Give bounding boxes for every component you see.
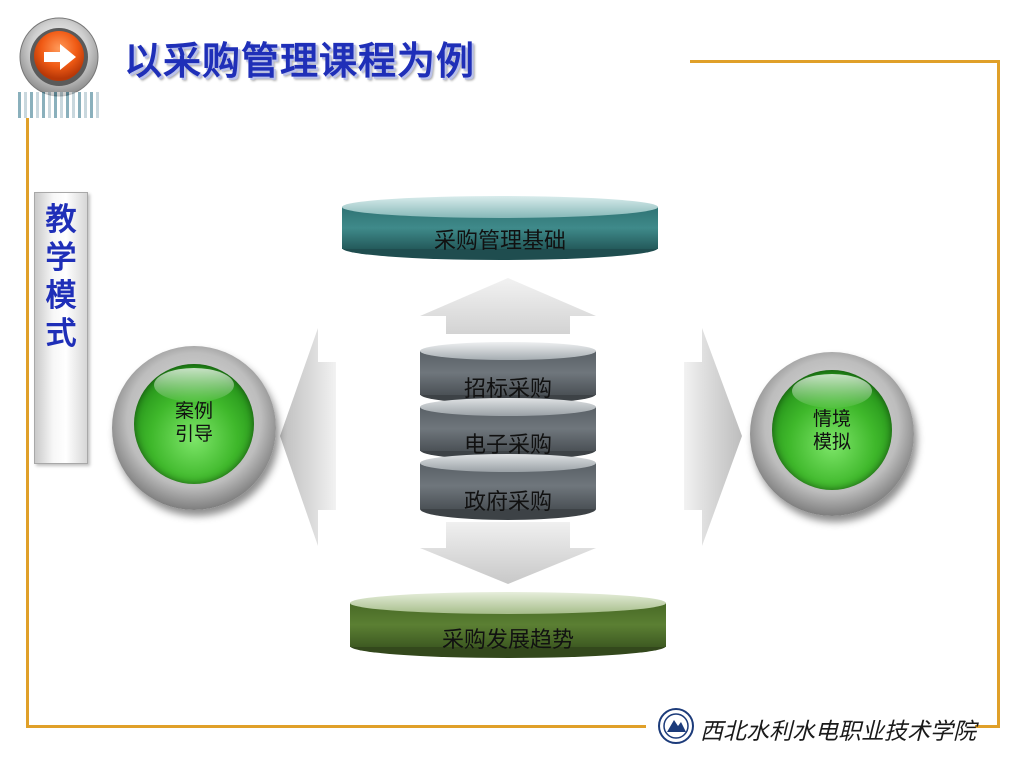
college-emblem-icon <box>658 708 694 744</box>
disc-government-label: 政府采购 <box>463 490 552 515</box>
side-label-char: 式 <box>45 316 77 352</box>
disc-bidding: 招标采购 <box>420 342 596 404</box>
right-arrow <box>684 328 742 546</box>
disc-fundamentals: 采购管理基础 <box>342 196 658 260</box>
side-label-text: 教 学 模 式 <box>35 201 87 353</box>
orb-scenario-simulation-label: 情境 模拟 <box>812 408 851 453</box>
page-title: 以采购管理课程为例 <box>124 39 476 83</box>
disc-trends: 采购发展趋势 <box>350 592 666 658</box>
down-arrow <box>420 522 596 584</box>
up-arrow <box>420 278 596 334</box>
decor-pattern <box>18 92 102 118</box>
frame-line-bottom-left <box>26 725 646 728</box>
frame-line-right <box>997 60 1000 728</box>
disc-fundamentals-label: 采购管理基础 <box>433 229 566 254</box>
side-label-panel: 教 学 模 式 <box>34 192 88 464</box>
right-arrow-icon[interactable] <box>18 16 100 98</box>
disc-bidding-label: 招标采购 <box>463 377 552 402</box>
orb-case-guidance[interactable]: 案例 引导 <box>112 346 276 510</box>
disc-trends-label: 采购发展趋势 <box>441 628 574 653</box>
frame-line-bottom-right <box>975 725 1000 728</box>
college-name: 西北水利水电职业技术学院 <box>700 719 976 745</box>
orb-scenario-simulation[interactable]: 情境 模拟 <box>750 352 914 516</box>
disc-government: 政府采购 <box>420 454 596 520</box>
left-arrow <box>280 328 336 546</box>
frame-line-left <box>26 118 29 728</box>
side-label-char: 模 <box>45 278 77 314</box>
side-label-char: 教 <box>45 202 77 238</box>
orb-case-guidance-label: 案例 引导 <box>174 400 213 445</box>
disc-electronic-label: 电子采购 <box>463 433 552 458</box>
side-label-char: 学 <box>45 240 77 276</box>
frame-line-top <box>690 60 1000 63</box>
disc-electronic: 电子采购 <box>420 398 596 460</box>
